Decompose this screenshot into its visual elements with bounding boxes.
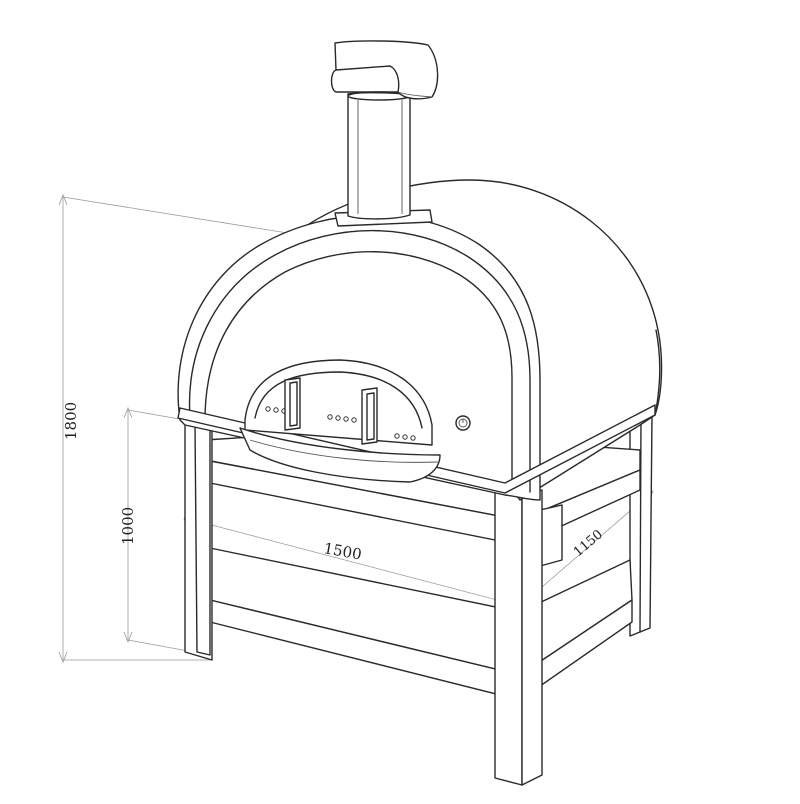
chimney-cap bbox=[334, 40, 439, 100]
leg-front-right bbox=[494, 489, 523, 786]
dome-base-lip bbox=[177, 404, 656, 494]
oven-opening bbox=[239, 359, 441, 483]
dim-arrow-top bbox=[58, 193, 68, 206]
chimney-pipe bbox=[347, 91, 411, 220]
thermometer-icon bbox=[455, 415, 471, 431]
oven-door bbox=[239, 427, 441, 483]
dim-arrow-bottom bbox=[58, 651, 68, 664]
dim-label-1150: 1150 bbox=[571, 527, 606, 560]
dim-label-1000: 1000 bbox=[119, 507, 137, 545]
dim-label-1800: 1800 bbox=[62, 402, 80, 440]
chimney bbox=[330, 40, 439, 227]
dim-label-1500: 1500 bbox=[322, 539, 363, 563]
dim-line-width bbox=[184, 517, 521, 607]
